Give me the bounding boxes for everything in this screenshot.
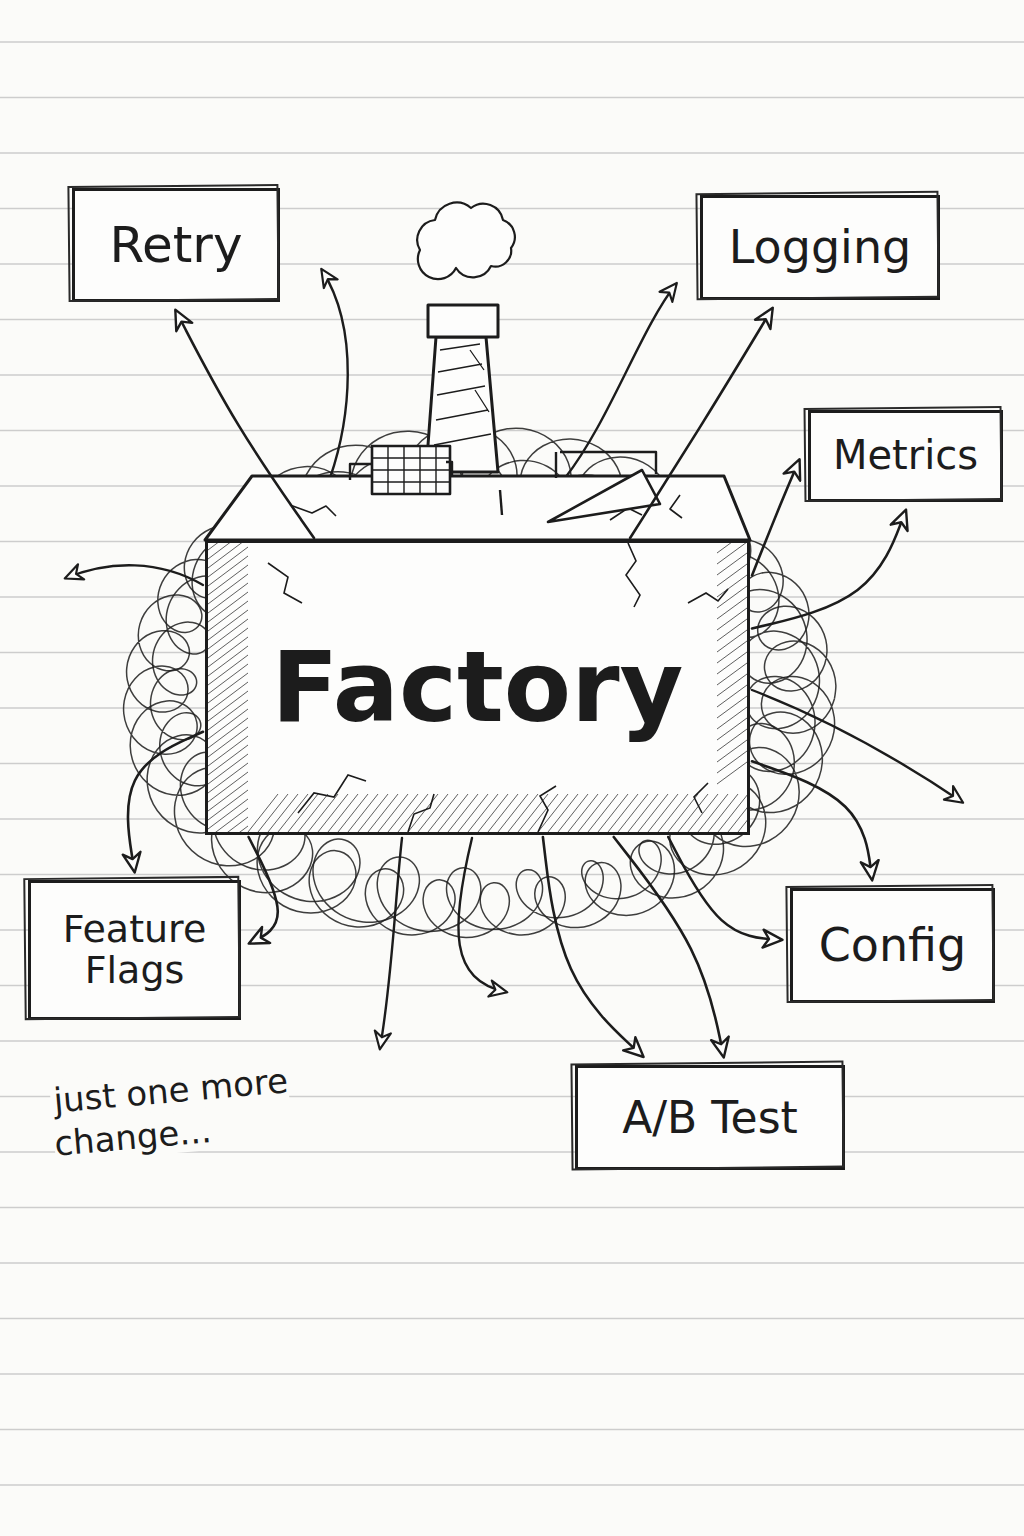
roof-pin (500, 490, 502, 515)
crack (268, 563, 302, 603)
box-label: Logging (729, 223, 912, 273)
smoke-cloud (417, 203, 515, 280)
feature-flags-box: Feature Flags (28, 880, 241, 1020)
crack (626, 543, 640, 607)
crack (538, 786, 556, 832)
paper-rule (0, 1207, 1024, 1208)
scribble-loops (124, 425, 836, 937)
connector-arrow (630, 309, 772, 538)
paper-rule (0, 1373, 1024, 1374)
paper-rules (0, 42, 1024, 1485)
hatch-lines (208, 543, 747, 832)
connector-arrow (128, 732, 203, 871)
connector-arrow (176, 311, 314, 538)
factory-roof (205, 476, 750, 540)
paper-rule (0, 152, 1024, 153)
box-label: Feature Flags (43, 909, 226, 991)
loose-arrow (458, 838, 506, 992)
box-label: Config (819, 921, 967, 971)
loose-arrow (322, 270, 348, 478)
connector-arrow (752, 511, 906, 629)
roof-handle (350, 462, 452, 480)
chimney-hatch (434, 344, 491, 445)
connector-arrow (668, 837, 781, 940)
config-box: Config (790, 888, 995, 1003)
paper-rule (0, 41, 1024, 42)
connector-arrow (752, 761, 872, 879)
box-label: Metrics (833, 434, 978, 477)
handwritten-note: just one more change... (49, 1056, 325, 1164)
box-label: A/B Test (622, 1094, 798, 1142)
paper-rule (0, 1040, 1024, 1041)
block-title: Factory (266, 635, 690, 741)
crate-grid (372, 446, 450, 494)
loose-arrow (565, 284, 676, 478)
connector-arrow (752, 461, 799, 576)
scribble-loop (124, 425, 836, 937)
roof-wedge (548, 470, 660, 522)
connector-arrow (614, 837, 724, 1056)
roof-handle (556, 452, 656, 478)
metrics-box: Metrics (808, 410, 1003, 502)
loose-arrow (66, 565, 203, 585)
paper-rule (0, 1484, 1024, 1485)
ab-test-box: A/B Test (575, 1065, 845, 1170)
box-label: Retry (109, 218, 242, 272)
retry-box: Retry (72, 188, 280, 302)
crack (298, 775, 366, 813)
scribble-loop (151, 454, 820, 931)
factory-block: Factory (205, 540, 750, 835)
paper-rule (0, 319, 1024, 320)
paper-rule (0, 97, 1024, 98)
chimney-cap (428, 305, 498, 337)
paper-rule (0, 1318, 1024, 1319)
loose-arrow (380, 838, 402, 1048)
note-text: just one more change... (49, 1060, 290, 1163)
paper-rule (0, 1262, 1024, 1263)
connector-arrow (249, 837, 278, 943)
crack (408, 794, 434, 832)
connector-arrow (543, 837, 643, 1056)
loose-arrow (752, 690, 962, 802)
logging-box: Logging (700, 195, 940, 300)
paper-rule (0, 1429, 1024, 1430)
crack (688, 589, 728, 603)
crack (694, 783, 708, 813)
factory-building (205, 203, 750, 540)
paper-rule (0, 374, 1024, 375)
crate (372, 446, 450, 494)
